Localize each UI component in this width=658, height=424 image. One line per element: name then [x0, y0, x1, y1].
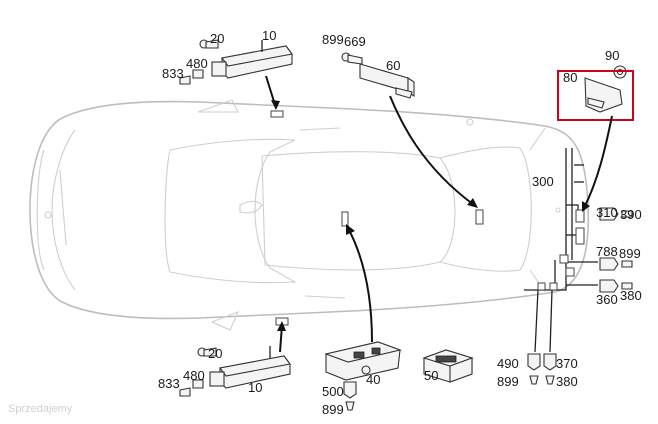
mount-marker-center [341, 211, 349, 227]
label-360: 360 [596, 292, 618, 307]
label-50: 50 [424, 368, 438, 383]
label-310: 310 [596, 205, 618, 220]
label-899-bottom-right: 899 [497, 374, 519, 389]
label-60-top: 60 [386, 58, 400, 73]
control-module-40 [324, 341, 402, 411]
highlight-box [557, 70, 634, 121]
label-500: 500 [322, 384, 344, 399]
antenna-module-top-right [584, 65, 627, 113]
mount-marker-rear [475, 209, 484, 225]
mount-marker-front-top [270, 110, 284, 118]
label-899-top: 899 [322, 32, 344, 47]
label-20-top: 20 [210, 31, 224, 46]
label-10-bottom: 10 [248, 380, 262, 395]
antenna-module-bottom-left [179, 346, 291, 397]
label-300: 300 [532, 174, 554, 189]
wiring-harness [524, 148, 598, 291]
label-480-bottom: 480 [183, 368, 205, 383]
antenna-module-top-center [341, 52, 415, 99]
label-669-top: 669 [344, 34, 366, 49]
label-10-top: 10 [262, 28, 276, 43]
label-20-bottom: 20 [208, 346, 222, 361]
label-90: 90 [605, 48, 619, 63]
leader-arrows [265, 75, 613, 353]
antenna-module-top-left [179, 39, 293, 85]
label-40: 40 [366, 372, 380, 387]
label-833-bottom: 833 [158, 376, 180, 391]
label-899-bottom: 899 [322, 402, 344, 417]
connector-360-380 [599, 279, 633, 293]
connector-788-899 [599, 257, 633, 271]
connector-490-899 [527, 353, 541, 385]
label-788: 788 [596, 244, 618, 259]
label-833-top: 833 [162, 66, 184, 81]
label-490: 490 [497, 356, 519, 371]
label-380-bottom-right: 380 [556, 374, 578, 389]
control-module-50 [422, 349, 474, 383]
car-body-outline [29, 99, 590, 331]
label-80: 80 [563, 70, 577, 85]
label-370: 370 [556, 356, 578, 371]
watermark-text: Sprzedajemy [8, 403, 73, 415]
label-899-right: 899 [619, 246, 641, 261]
connector-310-390 [599, 207, 633, 221]
label-390: 390 [620, 207, 642, 222]
label-480-top: 480 [186, 56, 208, 71]
label-380-right: 380 [620, 288, 642, 303]
connector-370-380 [543, 353, 557, 385]
